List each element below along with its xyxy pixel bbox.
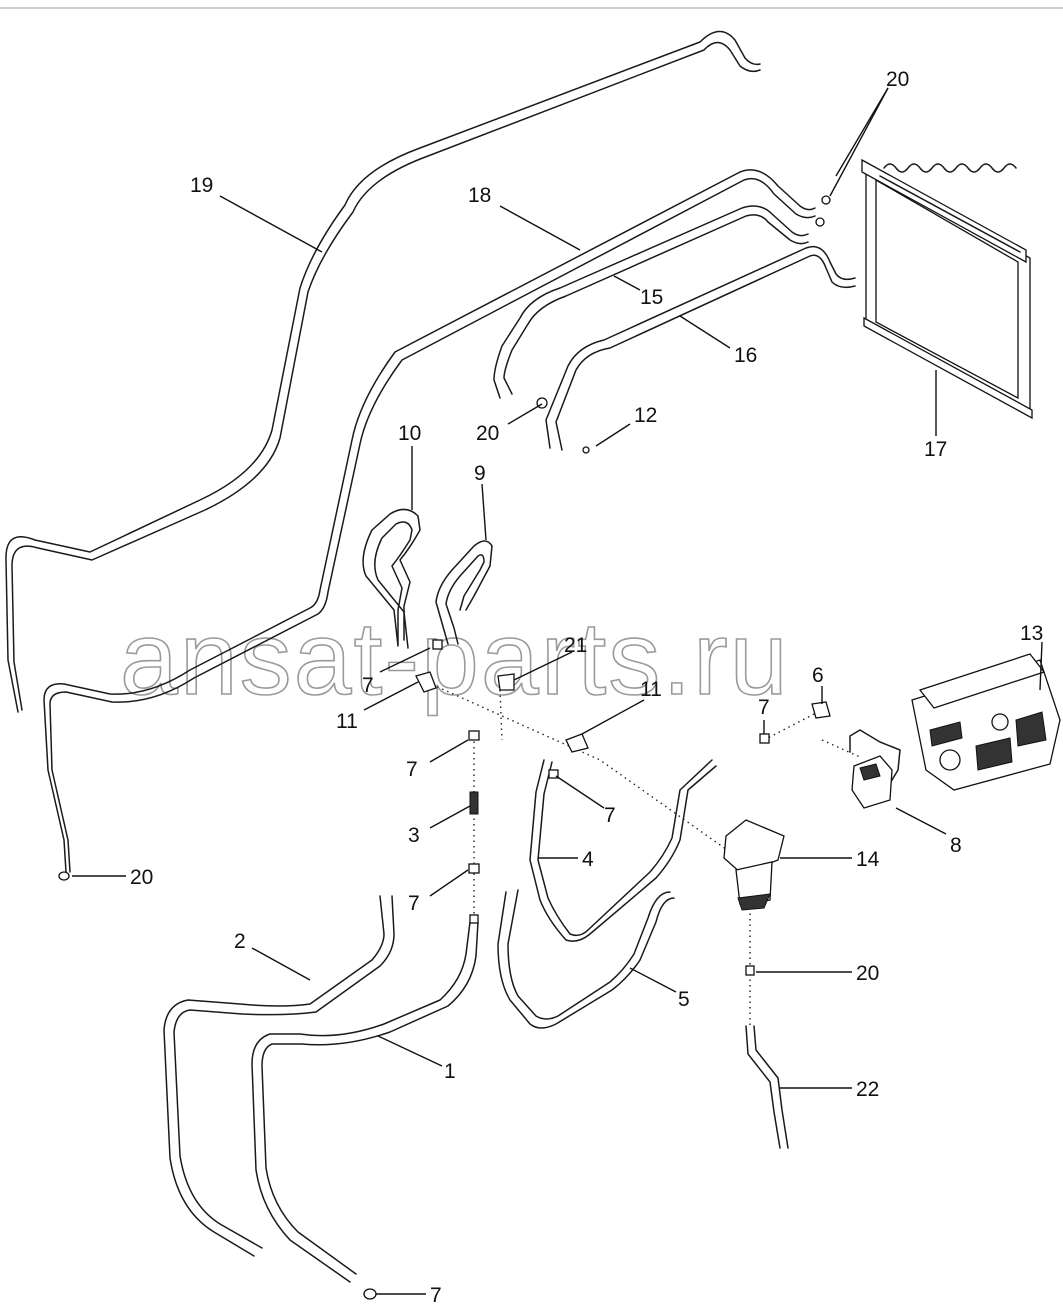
hose-1 xyxy=(251,921,479,1283)
callout-7-c: 7 xyxy=(406,758,418,781)
hose-4 xyxy=(529,759,717,942)
callout-14: 14 xyxy=(856,848,880,871)
callout-19: 19 xyxy=(190,174,213,197)
hose-15 xyxy=(493,205,809,399)
callout-16: 16 xyxy=(734,344,757,367)
callout-11-left: 11 xyxy=(336,710,358,733)
callout-13: 13 xyxy=(1020,622,1043,645)
callout-8: 8 xyxy=(950,834,962,857)
filter-14 xyxy=(723,819,785,911)
callout-17: 17 xyxy=(924,438,947,461)
hose-18 xyxy=(43,169,816,873)
valve-8 xyxy=(849,729,901,809)
radiator-17 xyxy=(861,158,1033,420)
callout-20-mid: 20 xyxy=(476,422,499,445)
callout-7-e: 7 xyxy=(408,892,420,915)
callout-12: 12 xyxy=(634,404,657,427)
fitting-parts xyxy=(58,195,831,1300)
hose-10 xyxy=(362,508,421,649)
injection-pump-13 xyxy=(911,653,1061,791)
callout-1: 1 xyxy=(444,1060,456,1083)
callout-2: 2 xyxy=(234,930,246,953)
callout-3: 3 xyxy=(408,824,420,847)
callout-20-top: 20 xyxy=(886,68,909,91)
callout-11-mid: 11 xyxy=(640,678,662,701)
hose-2 xyxy=(163,895,395,1257)
hose-19 xyxy=(5,30,761,713)
callout-18: 18 xyxy=(468,184,491,207)
hose-16 xyxy=(545,245,856,451)
callout-15: 15 xyxy=(640,286,663,309)
hose-22 xyxy=(745,1025,789,1149)
leader-lines xyxy=(72,87,1043,1295)
callout-9: 9 xyxy=(474,462,486,485)
callout-20-left: 20 xyxy=(130,866,153,889)
callout-4: 4 xyxy=(582,848,594,871)
callout-5: 5 xyxy=(678,988,690,1011)
dotted-line-right xyxy=(763,711,819,741)
callout-10: 10 xyxy=(398,422,421,445)
callout-21: 21 xyxy=(564,634,587,657)
hose-9 xyxy=(435,540,493,645)
callout-6: 6 xyxy=(812,664,824,687)
callout-7-a: 7 xyxy=(362,674,374,697)
callout-22: 22 xyxy=(856,1078,879,1101)
callout-20-right: 20 xyxy=(856,962,879,985)
watermark-text: ansat-parts.ru xyxy=(120,601,790,717)
callout-7-f: 7 xyxy=(430,1284,442,1307)
hose-5 xyxy=(497,889,675,1029)
callout-7-b: 7 xyxy=(758,696,770,719)
dotted-line-8 xyxy=(821,739,863,759)
callout-7-d: 7 xyxy=(604,804,616,827)
